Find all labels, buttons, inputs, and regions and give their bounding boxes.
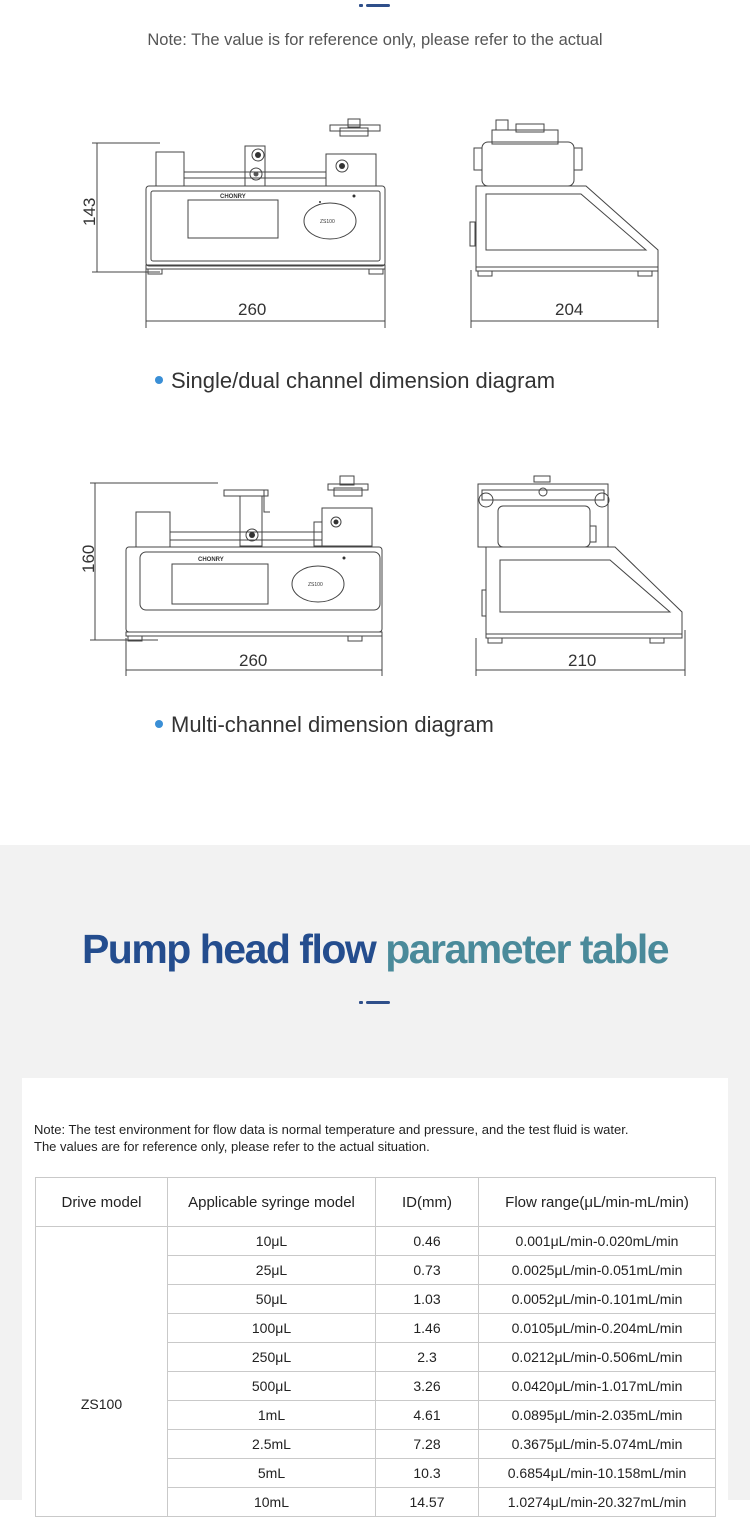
front-view-2-brand-text: CHONRY: [198, 557, 224, 563]
id-cell: 1.03: [375, 1284, 479, 1314]
flow-cell: 0.0212μL/min-0.506mL/min: [478, 1342, 716, 1372]
front-view-model-text: ZS100: [320, 219, 335, 225]
height-dimension-label: 143: [80, 198, 99, 226]
table-note: Note: The test environment for flow data…: [34, 1121, 628, 1155]
header-flow-range: Flow range(μL/min-mL/min): [478, 1177, 716, 1227]
id-cell: 2.3: [375, 1342, 479, 1372]
caption-text: Single/dual channel dimension diagram: [171, 368, 556, 393]
flow-cell: 0.0420μL/min-1.017mL/min: [478, 1371, 716, 1401]
id-cell: 7.28: [375, 1429, 479, 1459]
bullet-icon: [155, 720, 163, 729]
flow-cell: 0.0025μL/min-0.051mL/min: [478, 1255, 716, 1285]
id-cell: 0.73: [375, 1255, 479, 1285]
table-row: 5mL 10.3 0.6854μL/min-10.158mL/min: [36, 1458, 716, 1488]
syringe-cell: 250μL: [167, 1342, 376, 1372]
table-row: 500μL 3.26 0.0420μL/min-1.017mL/min: [36, 1371, 716, 1401]
single-dual-caption: Single/dual channel dimension diagram: [155, 368, 555, 394]
section-title-part2: parameter table: [385, 926, 669, 972]
table-row: 100μL 1.46 0.0105μL/min-0.204mL/min: [36, 1313, 716, 1343]
table-row: 1mL 4.61 0.0895μL/min-2.035mL/min: [36, 1400, 716, 1430]
syringe-cell: 2.5mL: [167, 1429, 376, 1459]
header-syringe-model: Applicable syringe model: [167, 1177, 376, 1227]
title-divider-dash: [366, 1001, 390, 1004]
multi-channel-caption: Multi-channel dimension diagram: [155, 712, 494, 738]
height-dimension-label-2: 160: [79, 545, 98, 573]
drive-model-cell: ZS100: [35, 1226, 168, 1517]
front-view-brand-text: CHONRY: [220, 194, 246, 200]
front-view-diagram-2: CHONRY ZS100 160 260: [79, 475, 383, 676]
syringe-cell: 50μL: [167, 1284, 376, 1314]
table-row: 250μL 2.3 0.0212μL/min-0.506mL/min: [36, 1342, 716, 1372]
flow-cell: 0.0105μL/min-0.204mL/min: [478, 1313, 716, 1343]
id-cell: 0.46: [375, 1226, 479, 1256]
table-row: 2.5mL 7.28 0.3675μL/min-5.074mL/min: [36, 1429, 716, 1459]
syringe-cell: 10μL: [167, 1226, 376, 1256]
bullet-icon: [155, 376, 163, 385]
id-cell: 3.26: [375, 1371, 479, 1401]
table-row: ZS100 10μL 0.46 0.001μL/min-0.020mL/min: [35, 1226, 716, 1517]
syringe-cell: 100μL: [167, 1313, 376, 1343]
front-view-diagram-1: CHONRY ZS100 143 260: [80, 118, 386, 328]
section-title: Pump head flow parameter table: [0, 926, 750, 973]
flow-cell: 0.0895μL/min-2.035mL/min: [478, 1400, 716, 1430]
flow-cell: 0.6854μL/min-10.158mL/min: [478, 1458, 716, 1488]
id-cell: 14.57: [375, 1487, 479, 1517]
section-divider-dash: [366, 4, 390, 7]
front-view-2-model-text: ZS100: [308, 582, 323, 588]
section-divider-dot: [359, 4, 363, 7]
id-cell: 4.61: [375, 1400, 479, 1430]
syringe-cell: 500μL: [167, 1371, 376, 1401]
depth-dimension-label-2: 210: [568, 651, 596, 670]
syringe-cell: 5mL: [167, 1458, 376, 1488]
syringe-cell: 1mL: [167, 1400, 376, 1430]
syringe-cell: 10mL: [167, 1487, 376, 1517]
flow-cell: 1.0274μL/min-20.327mL/min: [478, 1487, 716, 1517]
width-dimension-label-2: 260: [239, 651, 267, 670]
side-view-diagram-1: 204: [469, 119, 659, 328]
header-id: ID(mm): [375, 1177, 479, 1227]
reference-note: Note: The value is for reference only, p…: [147, 31, 603, 49]
title-divider-dot: [359, 1001, 363, 1004]
side-view-diagram-2: 210: [475, 475, 686, 676]
id-cell: 10.3: [375, 1458, 479, 1488]
section-title-part1: Pump head flow: [81, 926, 377, 972]
header-drive-model: Drive model: [35, 1177, 168, 1227]
depth-dimension-label: 204: [555, 300, 583, 319]
dimension-section: Note: The value is for reference only, p…: [79, 4, 686, 738]
id-cell: 1.46: [375, 1313, 479, 1343]
width-dimension-label: 260: [238, 300, 266, 319]
flow-cell: 0.3675μL/min-5.074mL/min: [478, 1429, 716, 1459]
table-note-line1: Note: The test environment for flow data…: [34, 1122, 629, 1137]
table-note-line2: The values are for reference only, pleas…: [34, 1139, 430, 1154]
caption-text: Multi-channel dimension diagram: [171, 712, 494, 737]
flow-parameter-table: Drive model Applicable syringe model ID(…: [35, 1177, 716, 1517]
flow-cell: 0.0052μL/min-0.101mL/min: [478, 1284, 716, 1314]
flow-cell: 0.001μL/min-0.020mL/min: [478, 1226, 716, 1256]
table-header-row: Drive model Applicable syringe model ID(…: [35, 1177, 716, 1227]
syringe-cell: 25μL: [167, 1255, 376, 1285]
